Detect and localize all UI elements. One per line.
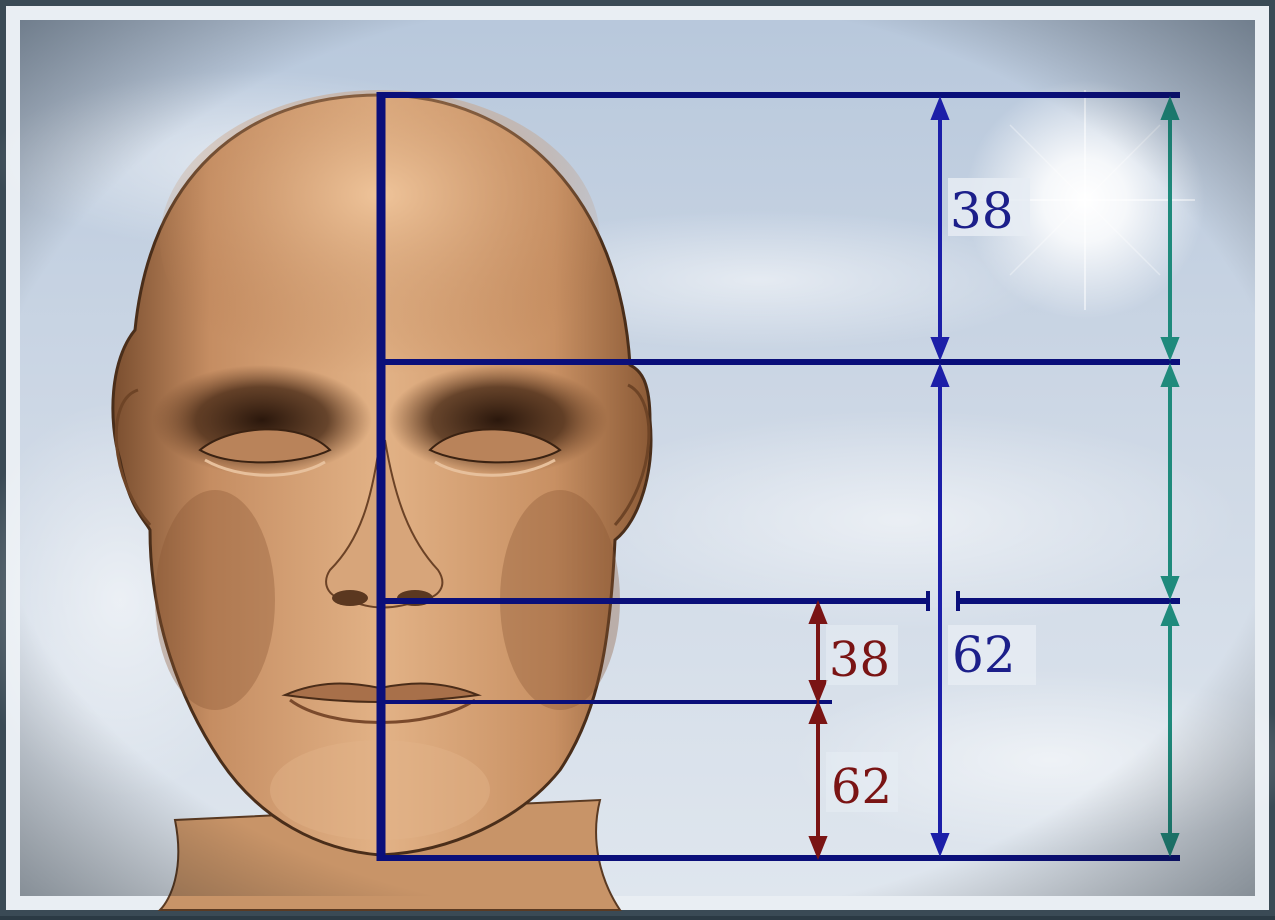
vignette (20, 20, 1255, 896)
